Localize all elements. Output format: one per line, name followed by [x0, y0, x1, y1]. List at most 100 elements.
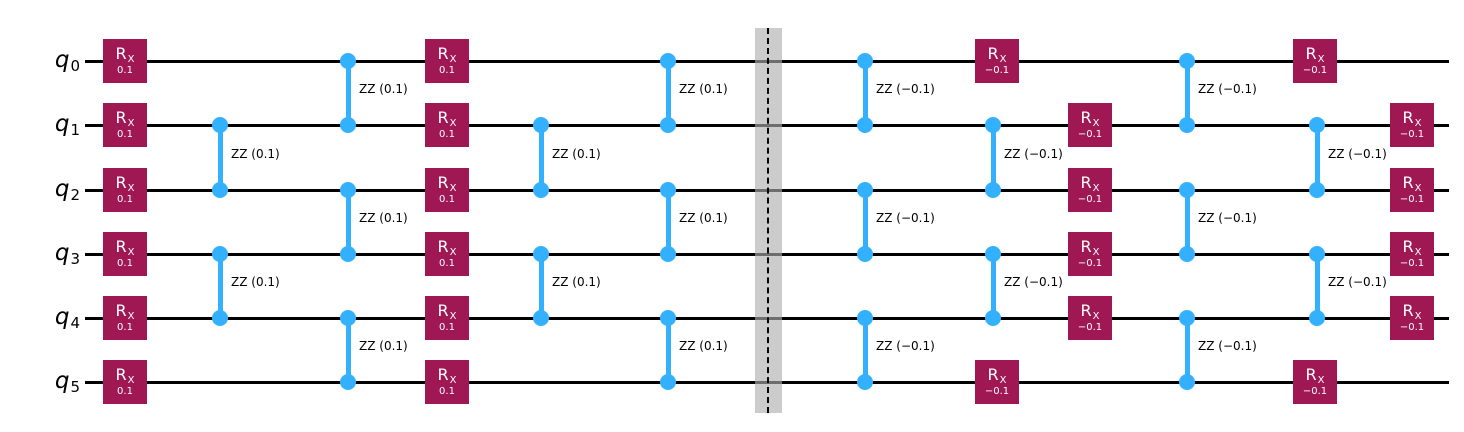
zz-connector-line [1314, 125, 1320, 190]
rx-gate-symbol-main: R [115, 44, 127, 63]
rx-gate-symbol-subscript: X [1092, 118, 1100, 129]
zz-control-dot [212, 182, 228, 198]
zz-control-dot [660, 117, 676, 133]
rx-gate: RX−0.1 [1390, 103, 1434, 147]
rx-gate-symbol-main: R [1080, 173, 1092, 192]
rx-gate-symbol: RX [987, 44, 1007, 65]
rx-gate: RX−0.1 [1390, 296, 1434, 340]
rx-gate-symbol-main: R [1305, 44, 1317, 63]
rx-gate-symbol-main: R [1402, 108, 1414, 127]
rx-gate-symbol-subscript: X [127, 247, 135, 258]
rx-gate-symbol-subscript: X [1317, 375, 1325, 386]
rx-gate-value: 0.1 [117, 65, 133, 76]
rx-gate: RX−0.1 [975, 39, 1019, 83]
zz-control-dot [340, 182, 356, 198]
zz-control-dot [1309, 182, 1325, 198]
rx-gate-symbol: RX [438, 239, 457, 258]
rx-gate-symbol-subscript: X [1414, 183, 1422, 194]
rx-gate-symbol-main: R [437, 173, 449, 192]
rx-gate-symbol-subscript: X [1414, 247, 1422, 258]
rx-gate-value: −0.1 [1399, 129, 1425, 140]
zz-control-dot [660, 374, 676, 390]
rx-gate-symbol: RX [116, 175, 135, 194]
rx-gate-symbol-main: R [115, 365, 127, 384]
qubit-label-base: q [54, 304, 70, 331]
rx-gate: RX−0.1 [975, 360, 1019, 404]
rx-gate-value: 0.1 [117, 194, 133, 205]
rx-gate: RX−0.1 [1068, 232, 1112, 276]
rx-gate-symbol-subscript: X [999, 54, 1007, 65]
rx-gate-symbol-subscript: X [1414, 311, 1422, 322]
zz-control-dot [1179, 246, 1195, 262]
zz-gate-label: ZZ (0.1) [552, 146, 601, 161]
rx-gate-symbol-subscript: X [449, 247, 457, 258]
zz-control-dot [340, 246, 356, 262]
rx-gate-symbol: RX [437, 365, 457, 386]
rx-gate-symbol-main: R [115, 301, 127, 320]
qubit-label-subscript: 2 [70, 186, 80, 205]
zz-gate-label: ZZ (0.1) [679, 82, 728, 96]
zz-control-dot [1179, 310, 1195, 326]
rx-gate-symbol-main: R [437, 365, 449, 384]
rx-gate: RX−0.1 [1068, 296, 1112, 340]
zz-connector-line [1314, 254, 1320, 318]
rx-gate-symbol: RX [438, 303, 457, 322]
zz-gate-label: ZZ (−0.1) [876, 339, 935, 353]
rx-gate-value: 0.1 [117, 386, 133, 397]
rx-gate-symbol: RX [1305, 44, 1325, 65]
rx-gate-symbol: RX [1081, 303, 1100, 322]
rx-gate-value: 0.1 [117, 258, 133, 269]
zz-gate-label: ZZ (0.1) [359, 339, 408, 353]
qubit-label-base: q [54, 240, 70, 267]
qubit-label-subscript: 0 [70, 57, 80, 76]
rx-gate-symbol-main: R [1402, 173, 1414, 192]
rx-gate-symbol: RX [1081, 110, 1100, 129]
rx-gate-value: 0.1 [117, 129, 133, 140]
rx-gate-symbol: RX [115, 301, 135, 322]
zz-control-dot [1179, 117, 1195, 133]
rx-gate-value: −0.1 [1077, 322, 1103, 333]
rx-gate-value: −0.1 [1399, 194, 1425, 205]
zz-control-dot [1179, 374, 1195, 390]
rx-gate-symbol: RX [988, 367, 1007, 386]
zz-control-dot [340, 53, 356, 69]
zz-connector-line [862, 318, 868, 382]
rx-gate-symbol-main: R [987, 44, 999, 63]
zz-control-dot [1309, 310, 1325, 326]
zz-control-dot [857, 117, 873, 133]
rx-gate-symbol-main: R [1080, 237, 1092, 256]
zz-connector-line [538, 125, 544, 190]
zz-connector-line [217, 125, 223, 190]
zz-connector-line [1184, 61, 1190, 125]
rx-gate-symbol: RX [116, 239, 135, 258]
rx-gate-value: 0.1 [439, 258, 455, 269]
rx-gate-symbol-subscript: X [127, 183, 135, 194]
rx-gate-symbol-subscript: X [1092, 183, 1100, 194]
zz-connector-line [345, 318, 351, 382]
zz-connector-line [345, 61, 351, 125]
rx-gate: RX−0.1 [1293, 39, 1337, 83]
zz-gate-label: ZZ (−0.1) [876, 211, 935, 225]
rx-gate-symbol: RX [437, 173, 457, 194]
rx-gate-symbol-main: R [437, 108, 449, 127]
rx-gate-symbol-subscript: X [449, 183, 457, 194]
zz-control-dot [1179, 53, 1195, 69]
zz-control-dot [212, 246, 228, 262]
qubit-label: q1 [16, 113, 80, 138]
rx-gate-symbol-main: R [1402, 237, 1414, 256]
zz-connector-line [1184, 190, 1190, 254]
zz-control-dot [660, 310, 676, 326]
qubit-label: q0 [16, 49, 80, 76]
rx-gate-symbol-subscript: X [127, 311, 135, 322]
qubit-label: q4 [16, 304, 80, 331]
rx-gate-symbol-subscript: X [1414, 118, 1422, 129]
rx-gate-value: −0.1 [984, 386, 1010, 397]
zz-connector-line [990, 125, 996, 190]
